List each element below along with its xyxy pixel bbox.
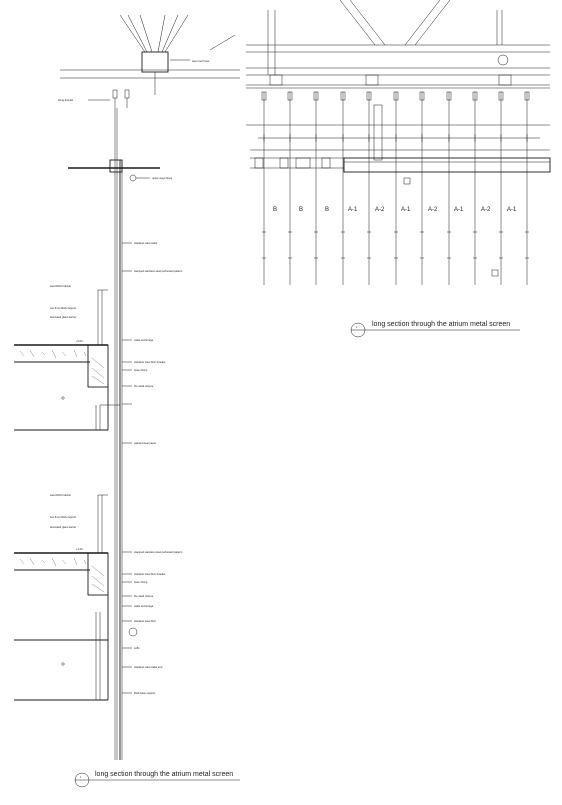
note-13: stainless steel floor [134, 619, 156, 623]
panel-label-2: B [299, 207, 303, 213]
note-8: stamped stainless steel perforated patte… [134, 550, 183, 554]
panel-label-8: A-1 [454, 207, 464, 213]
slab-hatch-2 [19, 557, 105, 593]
caption-marker-left [74, 772, 240, 788]
left-truss [60, 14, 240, 95]
panel-ticks [262, 231, 529, 259]
note-1: stainless steel cable [134, 241, 158, 245]
roof-note: upper stays fixing [152, 176, 173, 180]
panel-label-1: B [273, 207, 277, 213]
slab-hatch-1 [19, 349, 105, 385]
note-15: stainless steel cable end [134, 665, 163, 669]
note-11: fire rated closure [134, 594, 154, 598]
vertical-screen [114, 108, 123, 760]
roof-level [68, 159, 160, 182]
note-10: beam fixing [134, 580, 148, 584]
floor-slab-1 [14, 289, 120, 431]
section-number-left: 1 [80, 776, 82, 779]
note-2: stamped stainless steel perforated patte… [134, 269, 183, 273]
panel-label-10: A-1 [507, 207, 517, 213]
note-6: fire rated closure [134, 384, 154, 388]
note-9: stainless steel floor bracket [134, 572, 166, 576]
right-truss [246, 0, 550, 126]
right-slab [250, 104, 551, 277]
floor1-note-c: laminated glass barrier [50, 315, 76, 319]
floor2-note-c: laminated glass barrier [50, 525, 76, 529]
floor2-note-a: steel RHS bracket [50, 493, 71, 497]
caption-right: long section through the atrium metal sc… [372, 321, 510, 328]
right-cables [263, 92, 528, 285]
panel-label-4: A-1 [348, 207, 358, 213]
panel-label-6: A-1 [401, 207, 411, 213]
caption-left: long section through the atrium metal sc… [95, 771, 233, 778]
note-7: painted steel panel [134, 441, 156, 445]
screen-annotations [122, 242, 132, 444]
note-14: soffit [134, 646, 140, 650]
right-bolts [261, 91, 530, 101]
floor2-level: +4.20 [76, 547, 83, 551]
note-16: RHS base support [134, 691, 155, 695]
section-number-right: 2 [356, 326, 358, 329]
panel-label-5: A-2 [375, 207, 385, 213]
screen-annotations-2 [122, 551, 132, 694]
panel-label-7: A-2 [428, 207, 438, 213]
note-12: cable anchorage [134, 604, 154, 608]
floor2-note-b: two 6mm RHS support [50, 515, 76, 519]
note-5: beam fixing [134, 368, 148, 372]
floor-slab-2 [14, 494, 138, 701]
note-4: stainless steel floor bracket [134, 360, 166, 364]
caption-marker-right [350, 322, 520, 338]
floor1-level: +0.00 [76, 339, 83, 343]
note-3: cable anchorage [134, 338, 154, 342]
floor1-note-a: steel RHS bracket [50, 284, 71, 288]
left-hanger [88, 89, 130, 108]
hanger-note: fixing bracket [58, 98, 74, 102]
floor1-note-b: two 6mm RHS support [50, 306, 76, 310]
panel-labels: B B B A-1 A-2 A-1 A-2 A-1 A-2 A-1 [273, 207, 517, 213]
truss-note: steel roof truss [192, 59, 210, 63]
panel-label-3: B [325, 207, 329, 213]
panel-label-9: A-2 [481, 207, 491, 213]
dimension-line [258, 134, 540, 142]
